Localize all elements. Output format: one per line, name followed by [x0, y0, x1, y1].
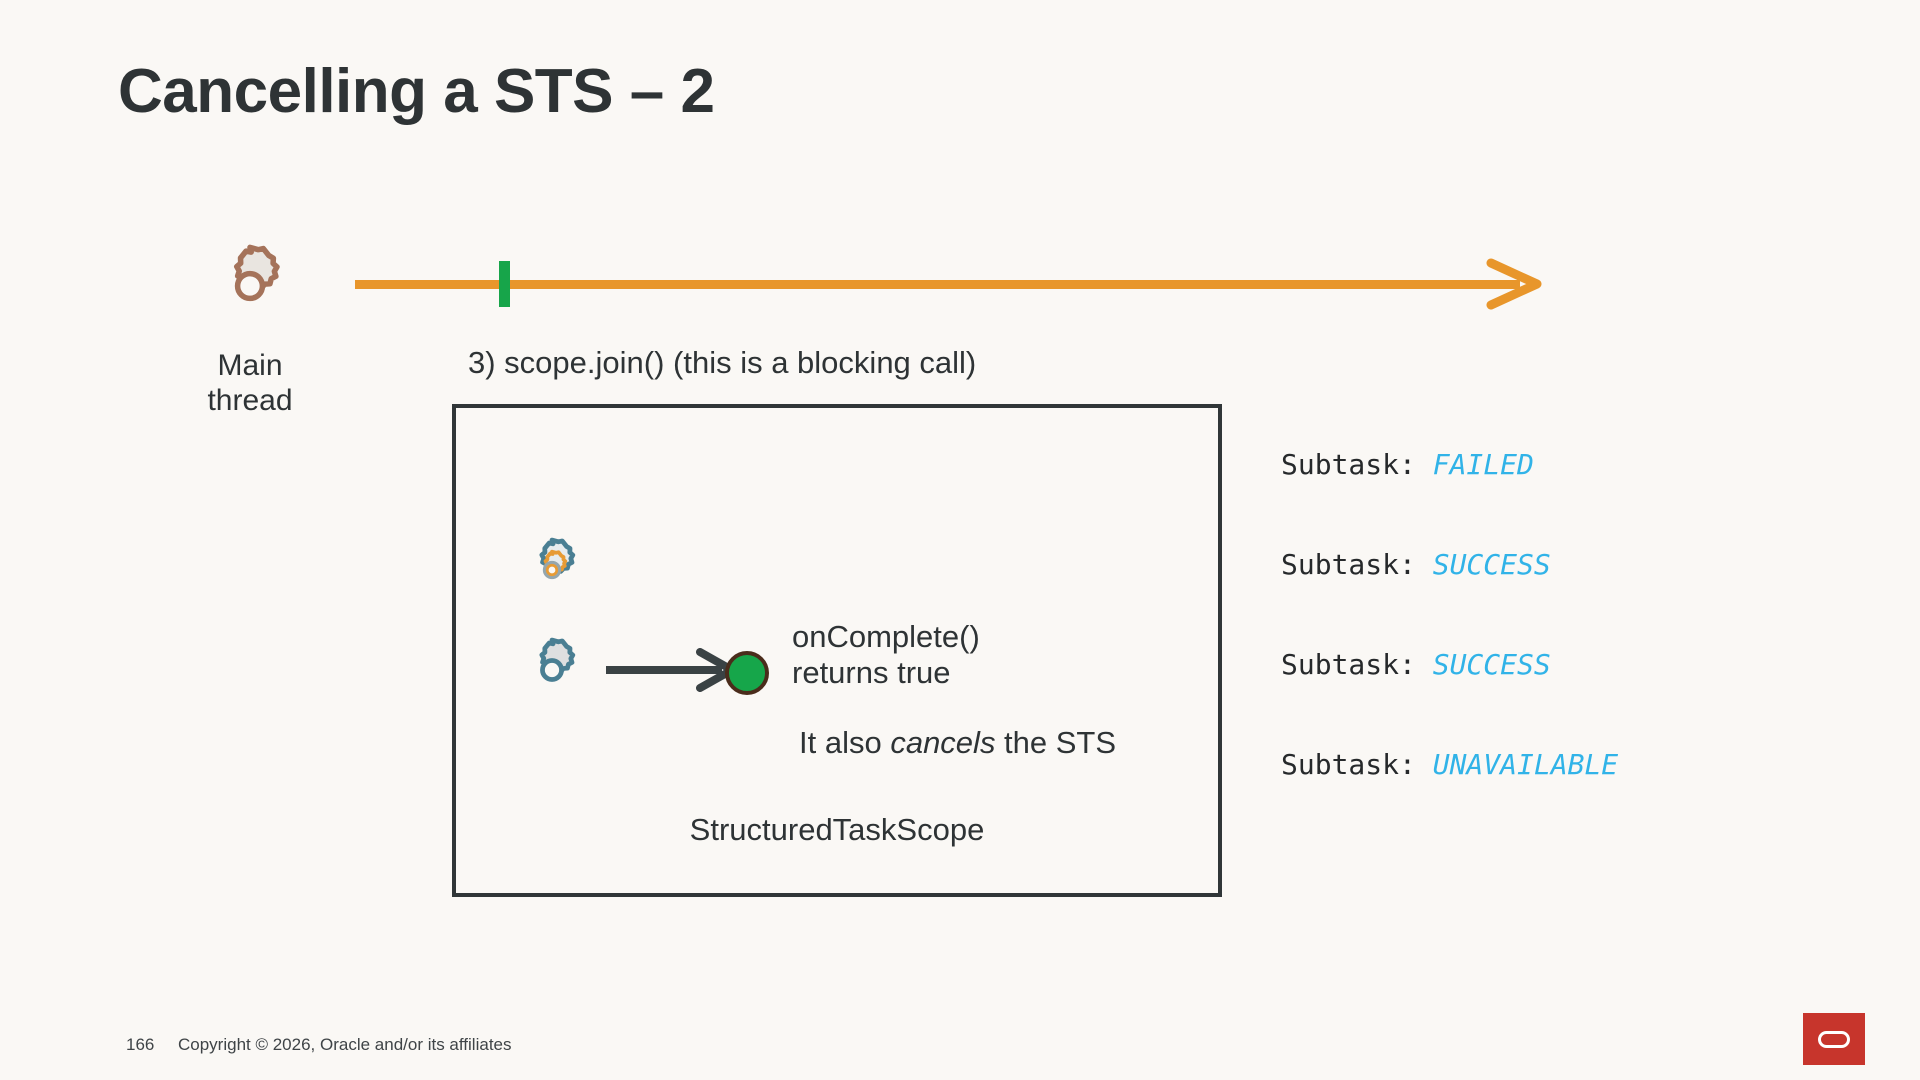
gear-icon — [539, 637, 576, 682]
oncomplete-text: onComplete() returns true — [792, 619, 980, 691]
status-badge: SUCCESS — [1432, 548, 1551, 581]
structured-task-scope-label: StructuredTaskScope — [689, 812, 985, 847]
timeline-tick-marker — [499, 261, 510, 307]
main-thread-label-line1: Main — [217, 349, 283, 382]
arrow-right-icon — [1486, 258, 1542, 310]
list-item: Subtask: SUCCESS — [1281, 648, 1618, 748]
oncomplete-line1: onComplete() — [792, 619, 980, 654]
timeline — [355, 258, 1580, 310]
cancels-note: It also cancels the STS — [799, 725, 1116, 761]
subtask-key: Subtask: — [1281, 448, 1433, 481]
status-badge: FAILED — [1432, 448, 1534, 481]
list-item: Subtask: UNAVAILABLE — [1281, 748, 1618, 848]
cancels-prefix: It also — [799, 725, 891, 760]
main-thread-label-line2: thread — [207, 384, 293, 418]
step-caption: 3) scope.join() (this is a blocking call… — [468, 345, 977, 380]
status-badge: UNAVAILABLE — [1432, 748, 1619, 781]
gear-icon — [233, 244, 280, 302]
page-number: 166 — [126, 1035, 155, 1054]
subtask-key: Subtask: — [1281, 548, 1433, 581]
oncomplete-line2: returns true — [792, 654, 951, 690]
cancels-emphasis: cancels — [890, 725, 996, 760]
main-thread-actor: Main thread — [180, 240, 320, 418]
copyright-text: Copyright © 2026, Oracle and/or its affi… — [178, 1035, 512, 1054]
status-badge: SUCCESS — [1432, 648, 1551, 681]
subtask-key: Subtask: — [1281, 748, 1433, 781]
oracle-o-mark — [1818, 1030, 1850, 1048]
cancels-suffix: the STS — [995, 725, 1117, 760]
oracle-logo — [1803, 1013, 1865, 1065]
main-thread-label: Main thread — [180, 348, 320, 418]
timeline-line — [355, 280, 1520, 289]
structured-task-scope-box: onComplete() returns true It also cancel… — [452, 404, 1222, 897]
gear-icon — [539, 537, 576, 580]
subtask-key: Subtask: — [1281, 648, 1433, 681]
list-item: Subtask: FAILED — [1281, 448, 1618, 548]
page-title: Cancelling a STS – 2 — [118, 57, 715, 126]
green-status-dot — [725, 651, 769, 695]
list-item: Subtask: SUCCESS — [1281, 548, 1618, 648]
slide-footer: 166 Copyright © 2026, Oracle and/or its a… — [126, 1035, 512, 1055]
subtask-status-list: Subtask: FAILED Subtask: SUCCESS Subtask… — [1281, 448, 1618, 848]
